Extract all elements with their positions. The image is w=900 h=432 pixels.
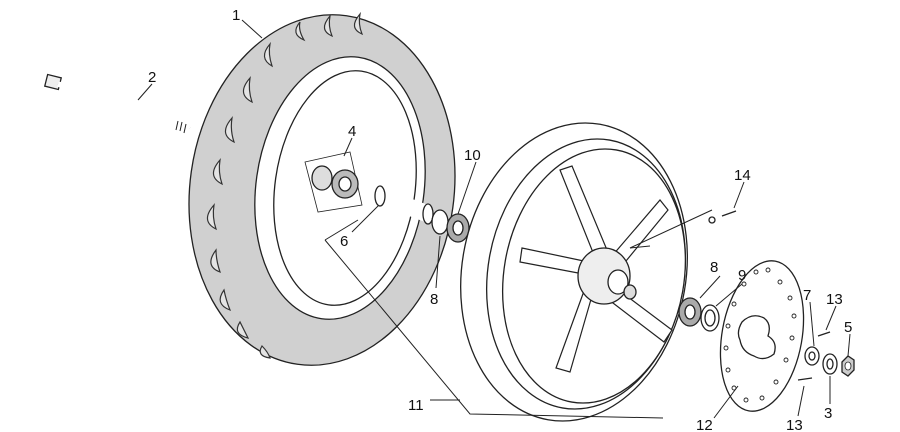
washer-3[interactable] — [822, 353, 838, 375]
disc-screw-lower[interactable] — [797, 377, 813, 381]
callout-7[interactable]: 7 — [803, 287, 811, 304]
wheel-rim[interactable] — [438, 105, 711, 432]
callout-labels: 1 2 3 4 5 6 7 8 8 9 10 11 12 13 13 14 — [148, 7, 852, 432]
leader-lines — [137, 19, 851, 419]
brake-disc[interactable] — [709, 254, 814, 418]
callout-13-lower[interactable]: 13 — [786, 417, 803, 432]
tyre[interactable] — [167, 0, 477, 383]
callout-12[interactable]: 12 — [696, 417, 713, 432]
bearing-right[interactable] — [678, 297, 702, 327]
callout-2[interactable]: 2 — [148, 69, 156, 86]
callout-3[interactable]: 3 — [824, 405, 832, 422]
callout-8-right[interactable]: 8 — [710, 259, 718, 276]
callout-11[interactable]: 11 — [408, 397, 424, 414]
disc-bolt-set[interactable] — [708, 210, 737, 224]
seal-left[interactable] — [431, 209, 449, 235]
rim-hub — [577, 247, 637, 305]
disc-screw-upper[interactable] — [817, 331, 831, 337]
callout-14[interactable]: 14 — [734, 167, 751, 184]
callout-10[interactable]: 10 — [464, 147, 481, 164]
wheel-axle[interactable] — [43, 73, 191, 134]
callout-8-left[interactable]: 8 — [430, 291, 438, 308]
callout-9[interactable]: 9 — [738, 267, 746, 284]
callout-13-upper[interactable]: 13 — [826, 291, 843, 308]
bearing-left[interactable] — [446, 213, 470, 243]
tyre-tread-pattern — [206, 11, 364, 359]
callout-5[interactable]: 5 — [844, 319, 852, 336]
speedometer-drive[interactable] — [304, 151, 363, 213]
callout-1[interactable]: 1 — [232, 7, 240, 24]
washer-7[interactable] — [804, 346, 820, 366]
seal-right[interactable] — [700, 304, 720, 332]
wheel-spacer[interactable] — [374, 185, 434, 225]
axle-nut[interactable] — [841, 355, 855, 377]
callout-6[interactable]: 6 — [340, 233, 348, 250]
callout-4[interactable]: 4 — [348, 123, 356, 140]
